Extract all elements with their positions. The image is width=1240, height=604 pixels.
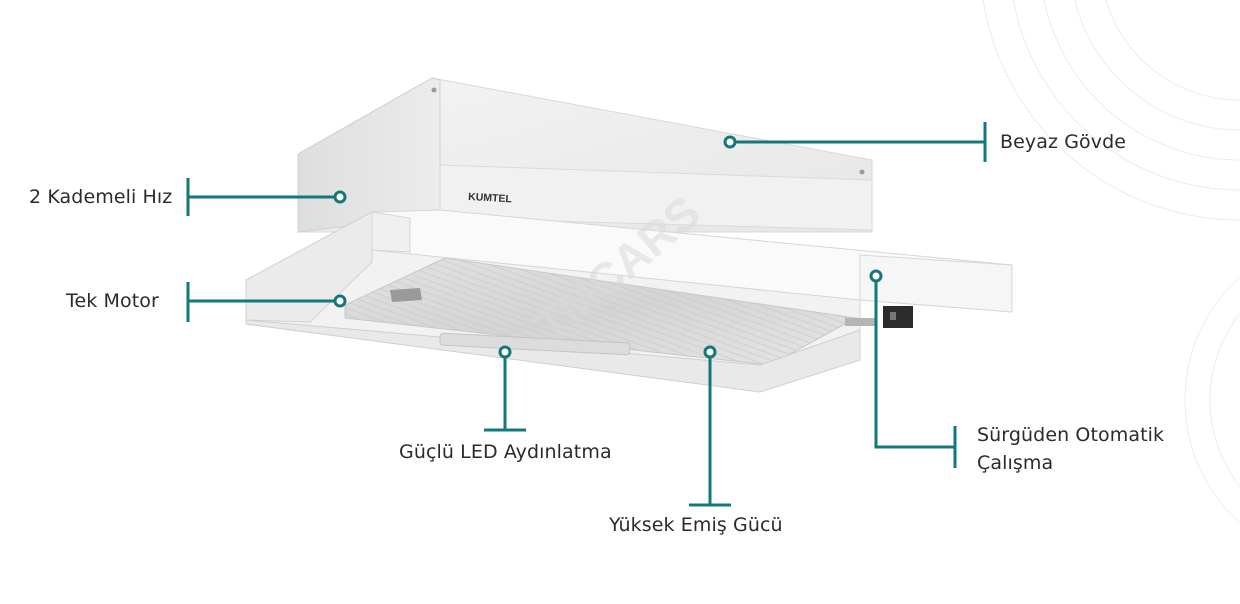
- callout-motor: [186, 282, 347, 322]
- feature-label-auto-line2: Çalışma: [977, 452, 1054, 474]
- callout-suction: [689, 345, 731, 507]
- feature-label-body: Beyaz Gövde: [1000, 131, 1127, 153]
- callout-speed: [186, 178, 347, 216]
- callout-lines: [186, 122, 987, 507]
- feature-label-led: Güçlü LED Aydınlatma: [399, 441, 612, 463]
- callout-auto: [869, 269, 957, 468]
- feature-label-suction: Yüksek Emiş Gücü: [609, 514, 783, 536]
- feature-label-motor: Tek Motor: [66, 290, 159, 312]
- hood-body: [245, 77, 1013, 393]
- feature-label-speed: 2 Kademeli Hız: [29, 186, 173, 208]
- feature-label-auto-line1: Sürgüden Otomatik: [977, 424, 1165, 446]
- callout-led: [484, 345, 526, 432]
- callout-body: [723, 122, 987, 162]
- decorative-arcs: [982, 0, 1240, 524]
- brand-logo: KUMTEL: [468, 191, 513, 205]
